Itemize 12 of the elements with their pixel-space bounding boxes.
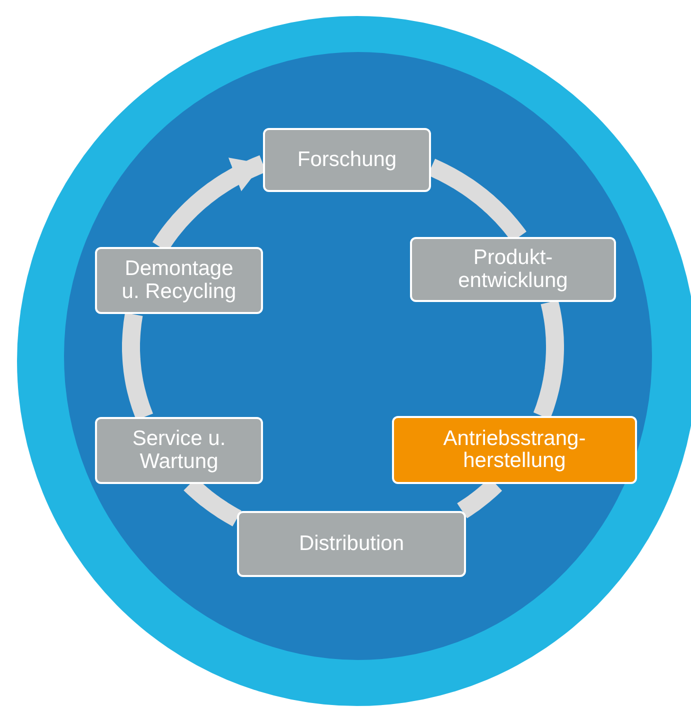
step-label: Produkt- entwicklung <box>457 247 569 292</box>
step-label: Demontage u. Recycling <box>120 258 238 303</box>
process-box <box>263 128 431 192</box>
step-label: Antriebsstrang- herstellung <box>442 428 587 472</box>
process-box <box>410 237 616 302</box>
process-box <box>237 511 466 577</box>
step-label: Service u. Wartung <box>131 428 227 473</box>
step-label: Forschung <box>297 148 397 172</box>
process-box <box>95 417 263 484</box>
process-box <box>95 247 263 314</box>
step-label: Distribution <box>298 532 404 556</box>
highlighted-process-box <box>392 416 637 484</box>
